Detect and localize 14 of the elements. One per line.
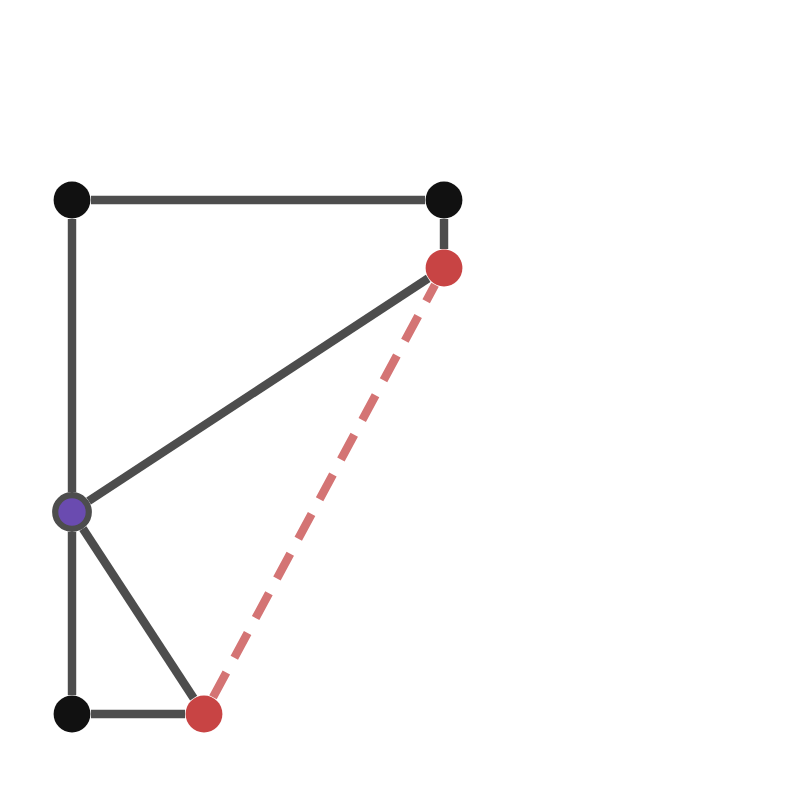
edge-line bbox=[90, 709, 186, 719]
edge-line bbox=[90, 195, 426, 205]
graph-vertex bbox=[185, 695, 223, 733]
graph-vertex bbox=[52, 492, 92, 532]
graph-vertex bbox=[53, 695, 91, 733]
graph-vertex bbox=[53, 181, 91, 219]
graph-vertex bbox=[425, 249, 463, 287]
edge-line bbox=[79, 526, 198, 701]
edge-line bbox=[86, 274, 431, 505]
graph-vertex bbox=[425, 181, 463, 219]
edge-line bbox=[439, 218, 449, 249]
edge-line bbox=[67, 218, 77, 493]
edge-line bbox=[67, 531, 77, 696]
edge-line bbox=[209, 282, 439, 700]
